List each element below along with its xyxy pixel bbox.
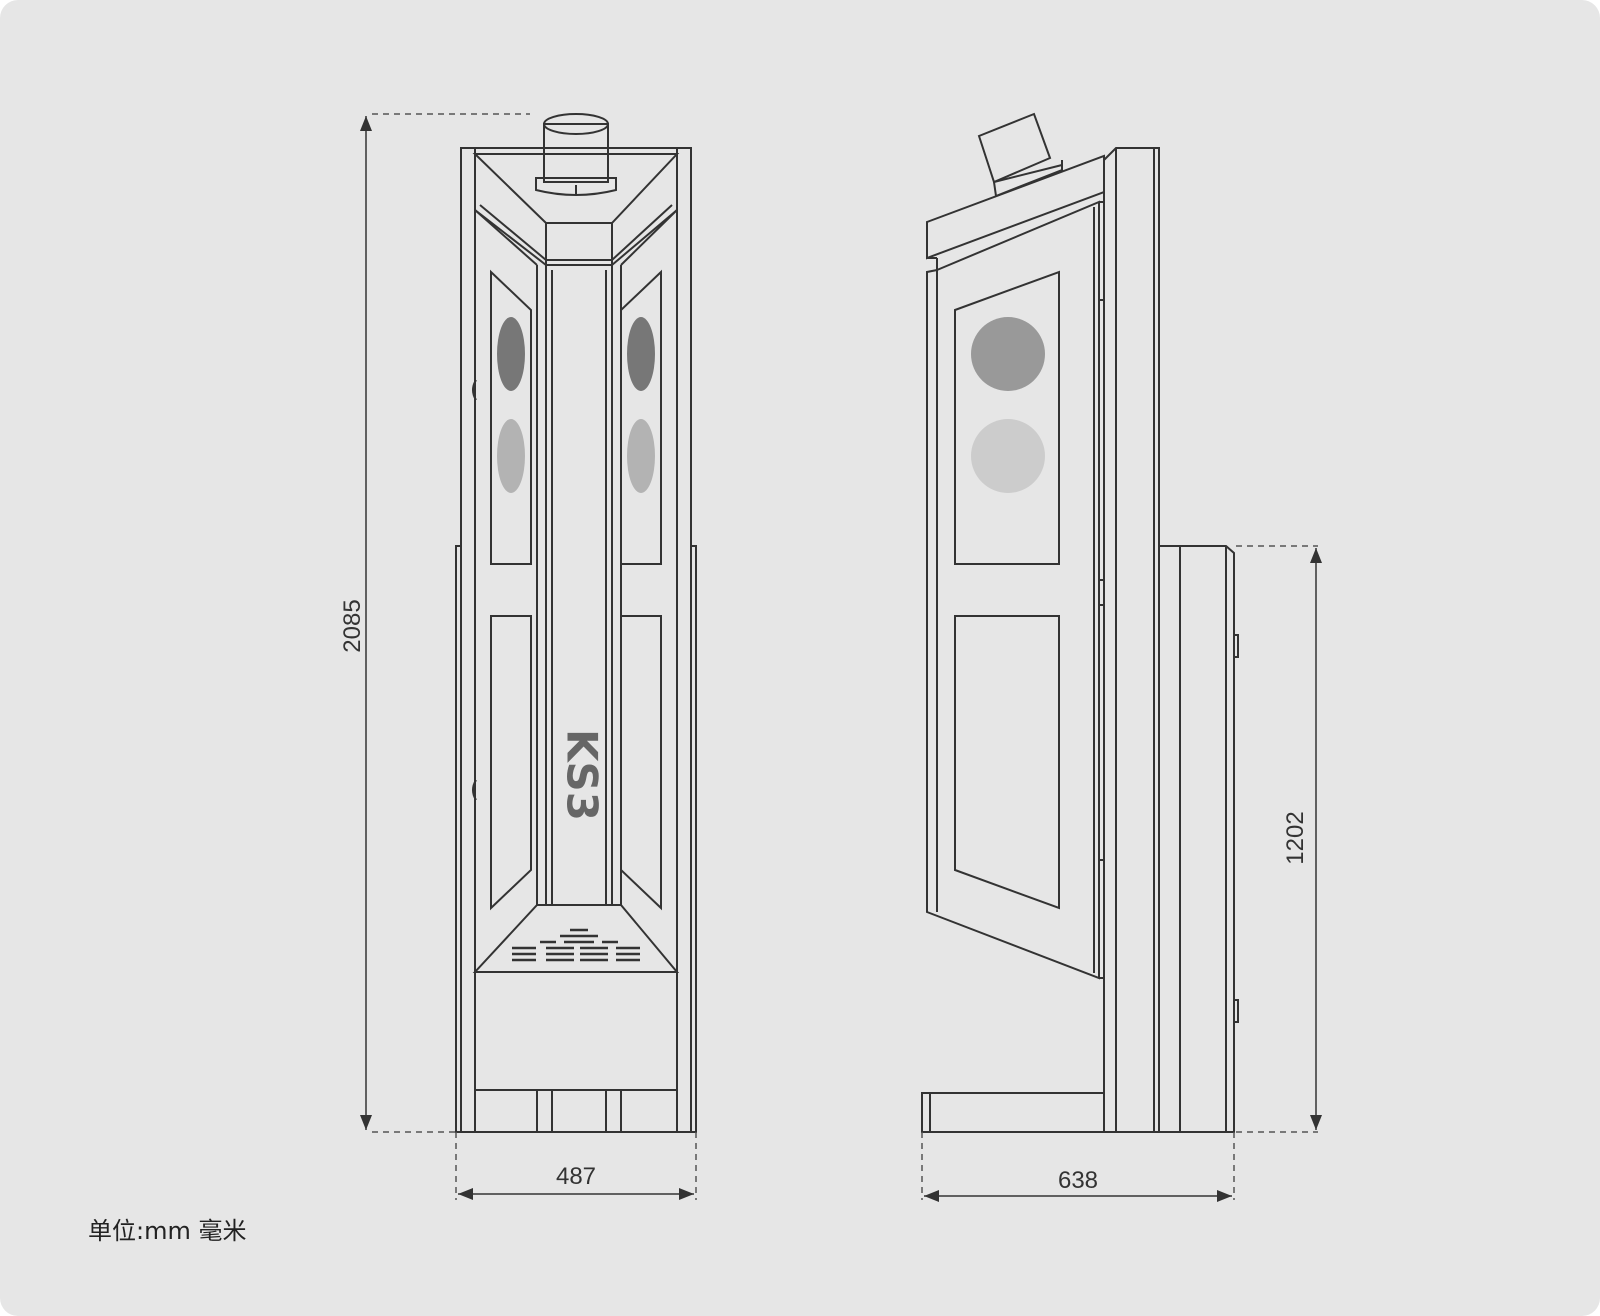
front-height-label: 2085 (339, 599, 366, 652)
front-view (455, 113, 697, 1133)
front-left-viewing-circle-light (497, 419, 525, 493)
side-depth-dimension (921, 1132, 1235, 1202)
side-view (921, 112, 1239, 1133)
side-body-panel (926, 200, 1100, 980)
side-window-lower (954, 615, 1060, 910)
front-view-markings: KS3 (497, 317, 655, 962)
front-width-dimension (455, 1132, 697, 1200)
side-viewing-circle-light (971, 419, 1045, 493)
side-viewing-circle-dark (971, 317, 1045, 391)
side-depth-label: 638 (1058, 1167, 1098, 1194)
side-rear-shield (1158, 545, 1235, 1133)
side-window-upper (954, 270, 1060, 565)
front-right-window-upper (620, 269, 662, 565)
front-right-window-lower (620, 615, 662, 911)
front-left-viewing-circle-dark (497, 317, 525, 391)
front-right-viewing-circle-dark (627, 317, 655, 391)
side-base-plate (921, 1092, 1105, 1133)
front-left-window-upper (490, 269, 532, 565)
front-width-label: 487 (556, 1163, 596, 1190)
front-left-window-lower (490, 615, 532, 911)
side-flue-pipe (977, 112, 1052, 184)
ks3-logo: KS3 (558, 729, 607, 821)
front-height-dimension (360, 113, 530, 1133)
side-hood (926, 154, 1105, 260)
front-flue-pipe (543, 123, 609, 183)
side-height-dimension (1236, 545, 1322, 1133)
front-base-housing (455, 545, 461, 1133)
front-right-viewing-circle-light (627, 419, 655, 493)
log-stack (512, 928, 640, 962)
side-view-markings (971, 317, 1045, 493)
unit-note: 单位:mm 毫米 (88, 1217, 246, 1245)
side-height-label: 1202 (1282, 811, 1309, 864)
